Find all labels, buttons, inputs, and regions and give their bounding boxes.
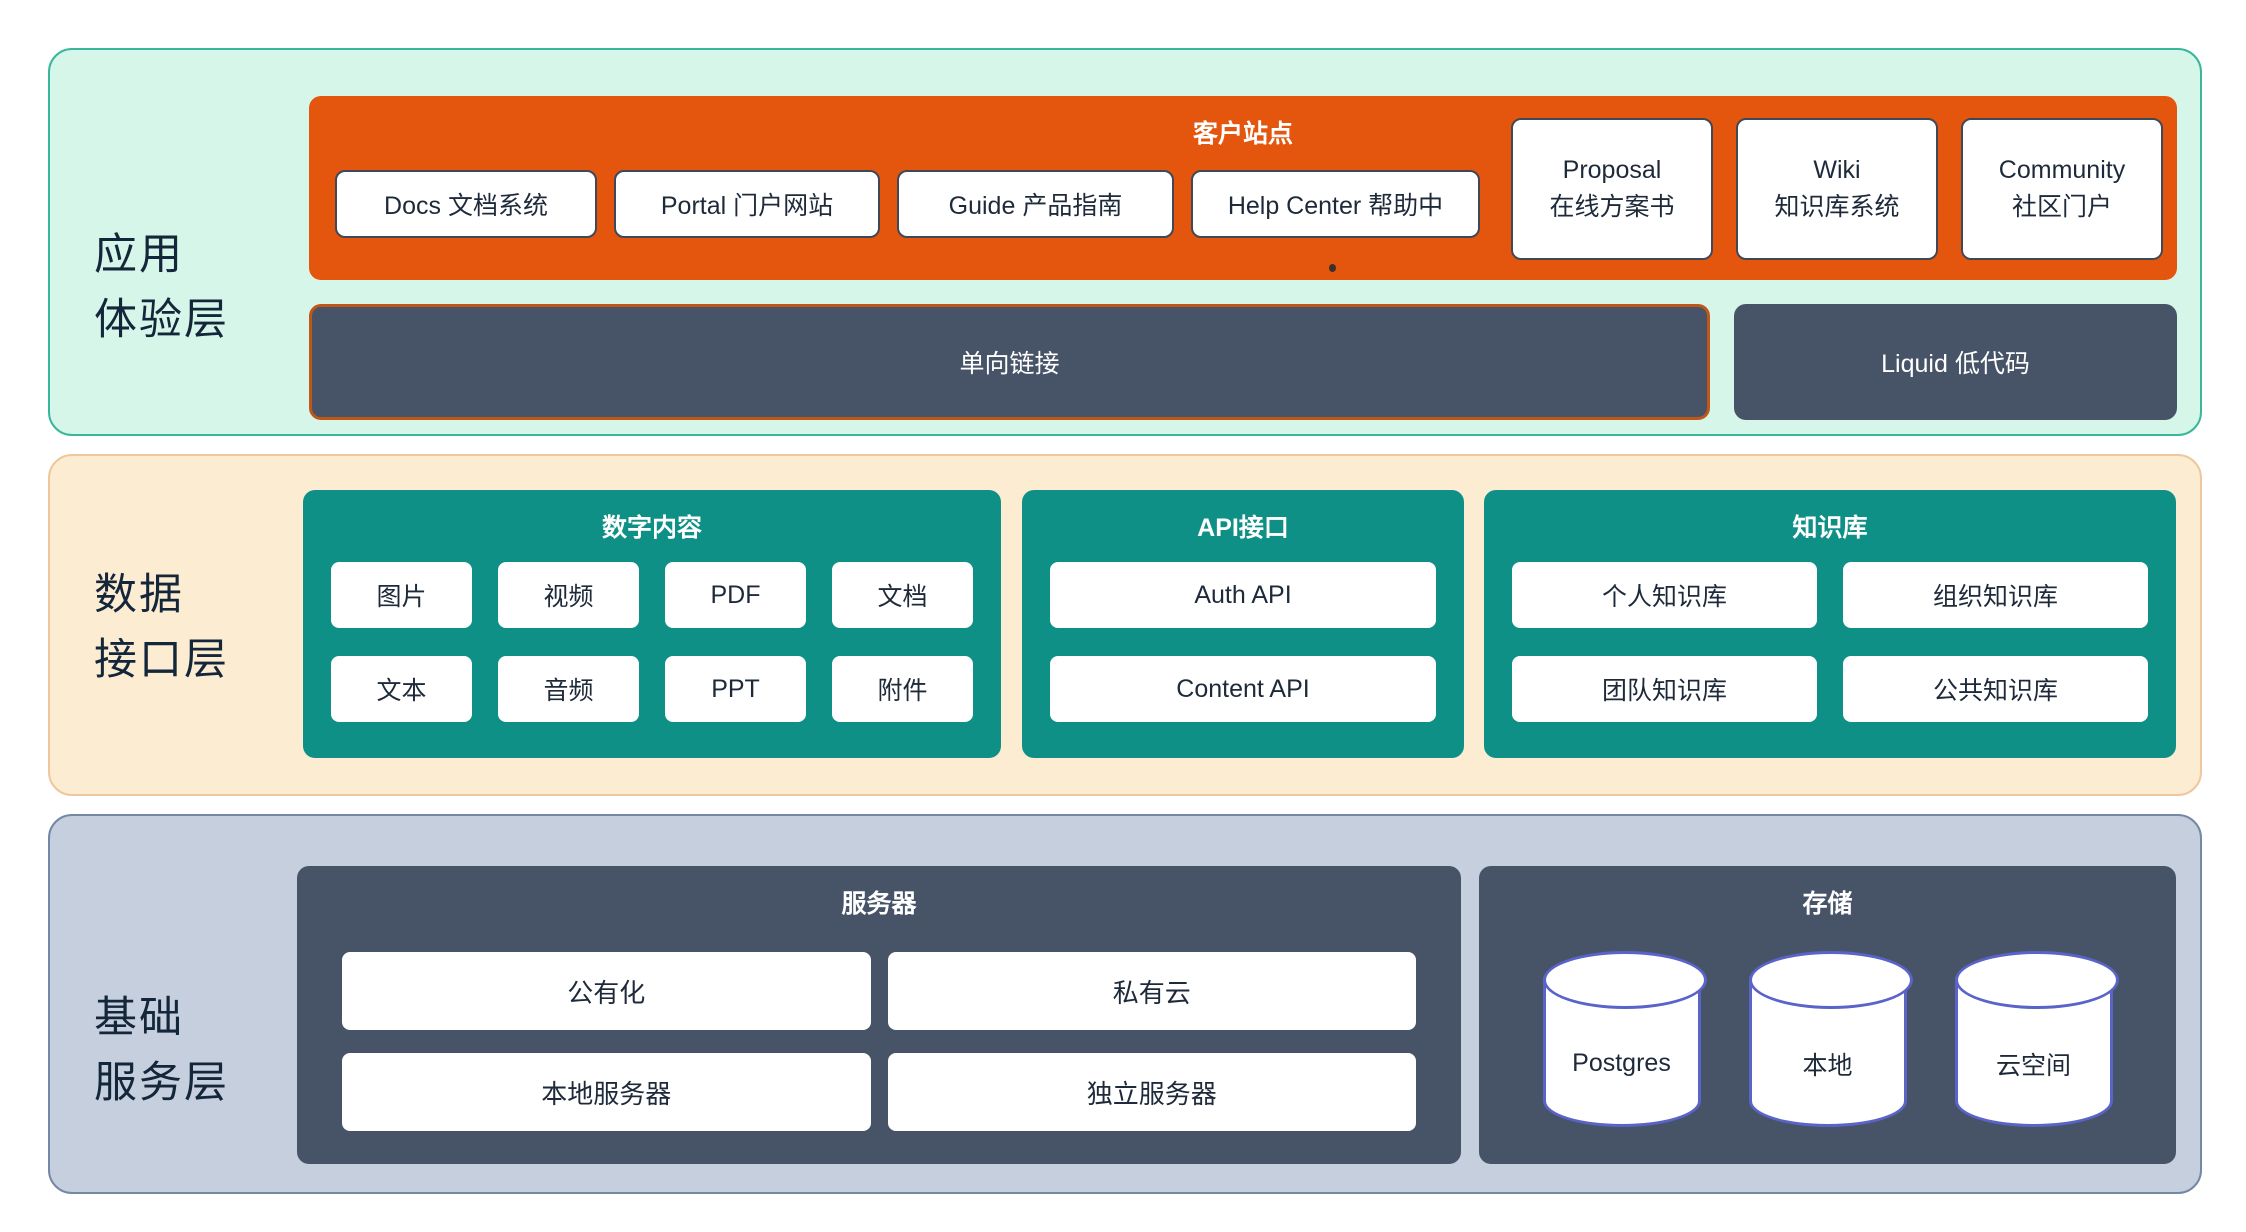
chip-private-cloud: 私有云 xyxy=(887,952,1416,1030)
chip-public-kb: 公共知识库 xyxy=(1843,656,2148,722)
card-wiki-line1: Wiki xyxy=(1813,155,1861,184)
liquid-lowcode-box: Liquid 低代码 xyxy=(1734,304,2177,420)
chip-docs: Docs 文档系统 xyxy=(335,170,597,238)
chip-personal-kb: 个人知识库 xyxy=(1512,562,1817,628)
storage-cylinder-row: Postgres 本地 云空间 xyxy=(1479,951,2176,1127)
server-panel: 服务器 公有化 私有云 本地服务器 独立服务器 xyxy=(297,866,1461,1164)
one-way-link-box: 单向链接 xyxy=(309,304,1710,420)
cylinder-local-label: 本地 xyxy=(1802,1051,1853,1080)
chip-org-kb: 组织知识库 xyxy=(1843,562,2148,628)
api-grid: Auth API Content API xyxy=(1050,562,1436,722)
cylinder-postgres-label: Postgres xyxy=(1572,1049,1671,1077)
chip-audio: 音频 xyxy=(498,656,639,722)
cylinder-local: 本地 xyxy=(1748,951,1913,1127)
knowledge-base-panel: 知识库 个人知识库 组织知识库 团队知识库 公共知识库 xyxy=(1484,490,2176,758)
app-layer-label: 应用 体验层 xyxy=(94,223,229,352)
chip-guide: Guide 产品指南 xyxy=(897,170,1174,238)
infra-layer-label: 基础 服务层 xyxy=(94,986,229,1115)
card-community: Community 社区门户 xyxy=(1961,118,2163,260)
chip-auth-api: Auth API xyxy=(1050,562,1436,628)
cylinder-postgres: Postgres xyxy=(1542,951,1707,1127)
customer-sites-card-row: Proposal 在线方案书 Wiki 知识库系统 Community 社区门户 xyxy=(1511,118,2163,260)
clipped-text-dot xyxy=(1329,264,1336,272)
knowledge-base-title: 知识库 xyxy=(1792,514,1868,542)
chip-local-server: 本地服务器 xyxy=(342,1053,871,1131)
storage-panel: 存储 Postgres 本地 云空间 xyxy=(1479,866,2176,1164)
chip-public-deploy: 公有化 xyxy=(342,952,871,1030)
data-interface-layer: 数据 接口层 数字内容 图片 视频 PDF 文档 文本 音频 PPT 附件 AP… xyxy=(48,454,2202,796)
customer-sites-chip-row: Docs 文档系统 Portal 门户网站 Guide 产品指南 Help Ce… xyxy=(335,170,1480,238)
knowledge-base-grid: 个人知识库 组织知识库 团队知识库 公共知识库 xyxy=(1512,562,2148,722)
chip-attachment: 附件 xyxy=(832,656,973,722)
card-community-line2: 社区门户 xyxy=(2011,193,2112,221)
card-proposal: Proposal 在线方案书 xyxy=(1511,118,1713,260)
chip-text: 文本 xyxy=(331,656,472,722)
chip-image: 图片 xyxy=(331,562,472,628)
app-layer-label-line1: 应用 xyxy=(94,231,184,279)
data-layer-label: 数据 接口层 xyxy=(94,563,229,692)
infra-layer-label-line2: 服务层 xyxy=(94,1058,229,1107)
chip-video: 视频 xyxy=(498,562,639,628)
cylinder-cloud-space-label: 云空间 xyxy=(1995,1051,2071,1080)
customer-sites-panel: 客户站点 Docs 文档系统 Portal 门户网站 Guide 产品指南 He… xyxy=(309,96,2177,280)
server-grid: 公有化 私有云 本地服务器 独立服务器 xyxy=(342,952,1416,1131)
cylinder-cloud-space: 云空间 xyxy=(1954,951,2119,1127)
card-wiki-line2: 知识库系统 xyxy=(1774,193,1900,221)
api-panel-title: API接口 xyxy=(1197,514,1289,542)
digital-content-title: 数字内容 xyxy=(601,514,702,542)
chip-portal: Portal 门户网站 xyxy=(614,170,880,238)
data-layer-label-line1: 数据 xyxy=(94,571,184,619)
card-proposal-line1: Proposal xyxy=(1562,155,1662,184)
card-community-line1: Community xyxy=(1998,155,2126,184)
customer-sites-title: 客户站点 xyxy=(1192,120,1293,148)
chip-team-kb: 团队知识库 xyxy=(1512,656,1817,722)
card-proposal-line2: 在线方案书 xyxy=(1549,193,1675,221)
infra-layer-label-line1: 基础 xyxy=(94,994,184,1042)
chip-pdf: PDF xyxy=(665,562,806,628)
digital-content-grid: 图片 视频 PDF 文档 文本 音频 PPT 附件 xyxy=(331,562,973,722)
app-experience-layer: 应用 体验层 客户站点 Docs 文档系统 Portal 门户网站 Guide … xyxy=(48,48,2202,436)
digital-content-panel: 数字内容 图片 视频 PDF 文档 文本 音频 PPT 附件 xyxy=(303,490,1001,758)
chip-help-center: Help Center 帮助中 xyxy=(1191,170,1480,238)
infra-service-layer: 基础 服务层 服务器 公有化 私有云 本地服务器 独立服务器 存储 Postgr… xyxy=(48,814,2202,1194)
card-wiki: Wiki 知识库系统 xyxy=(1736,118,1938,260)
chip-ppt: PPT xyxy=(665,656,806,722)
storage-panel-title: 存储 xyxy=(1802,890,1853,918)
chip-document: 文档 xyxy=(832,562,973,628)
app-layer-label-line2: 体验层 xyxy=(94,295,229,344)
server-panel-title: 服务器 xyxy=(841,890,917,918)
chip-content-api: Content API xyxy=(1050,656,1436,722)
api-panel: API接口 Auth API Content API xyxy=(1022,490,1464,758)
chip-dedicated-server: 独立服务器 xyxy=(887,1053,1416,1131)
data-layer-label-line2: 接口层 xyxy=(94,635,229,684)
